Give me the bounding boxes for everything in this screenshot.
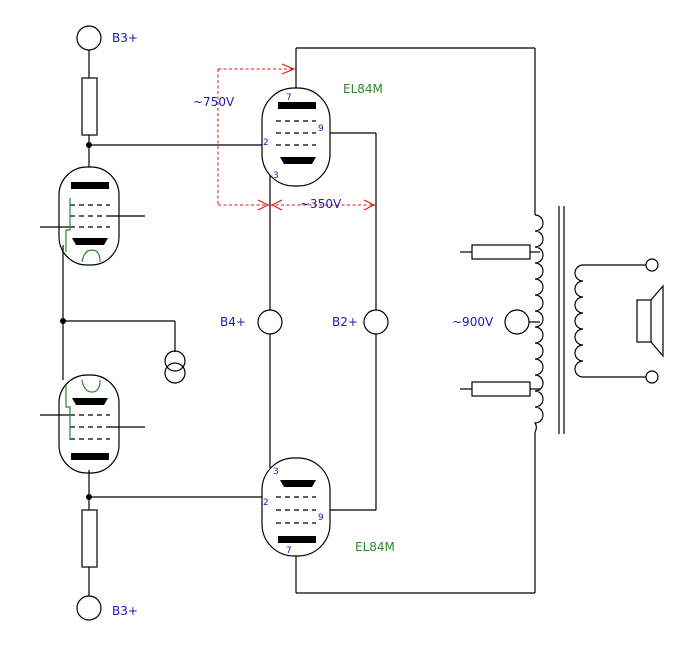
center-tap-terminal <box>504 309 530 335</box>
upper-pin-7: 7 <box>286 93 292 103</box>
b3-top-label: B3+ <box>112 31 138 45</box>
b2-terminal <box>363 309 389 335</box>
bottom-load-resistor <box>81 509 98 568</box>
voltage-900-label: ~900V <box>452 315 494 329</box>
upper-driver-tube <box>40 166 145 266</box>
output-terminal-bottom <box>645 370 659 384</box>
lower-pin-7: 7 <box>286 546 292 556</box>
voltage-measurement-750 <box>217 63 296 211</box>
upper-output-tube <box>261 87 331 187</box>
b2-label: B2+ <box>332 315 358 329</box>
lower-pin-2: 2 <box>263 498 269 508</box>
voltage-750-label: ~750V <box>193 95 235 109</box>
current-source-symbol <box>164 350 186 384</box>
output-terminal-top <box>645 258 659 272</box>
b3-bottom-terminal <box>76 595 102 621</box>
lower-pin-9: 9 <box>318 513 324 523</box>
lower-tap-resistor <box>471 381 531 397</box>
b4-label: B4+ <box>220 315 246 329</box>
output-transformer <box>533 206 646 434</box>
speaker-icon <box>636 284 664 358</box>
top-load-resistor <box>81 77 98 136</box>
lower-driver-tube <box>40 374 145 474</box>
b4-terminal <box>257 309 283 335</box>
voltage-350-label: ~350V <box>300 197 342 211</box>
lower-pin-3: 3 <box>273 467 279 477</box>
voltage-measurement-350 <box>270 199 376 211</box>
lower-output-tube <box>261 457 331 557</box>
upper-pin-3: 3 <box>273 171 279 181</box>
b3-bottom-label: B3+ <box>112 604 138 618</box>
b3-top-terminal <box>76 25 102 51</box>
upper-pin-2: 2 <box>263 138 269 148</box>
upper-tap-resistor <box>471 244 531 260</box>
upper-pin-9: 9 <box>318 124 324 134</box>
upper-tube-label: EL84M <box>343 82 383 96</box>
lower-tube-label: EL84M <box>355 540 395 554</box>
